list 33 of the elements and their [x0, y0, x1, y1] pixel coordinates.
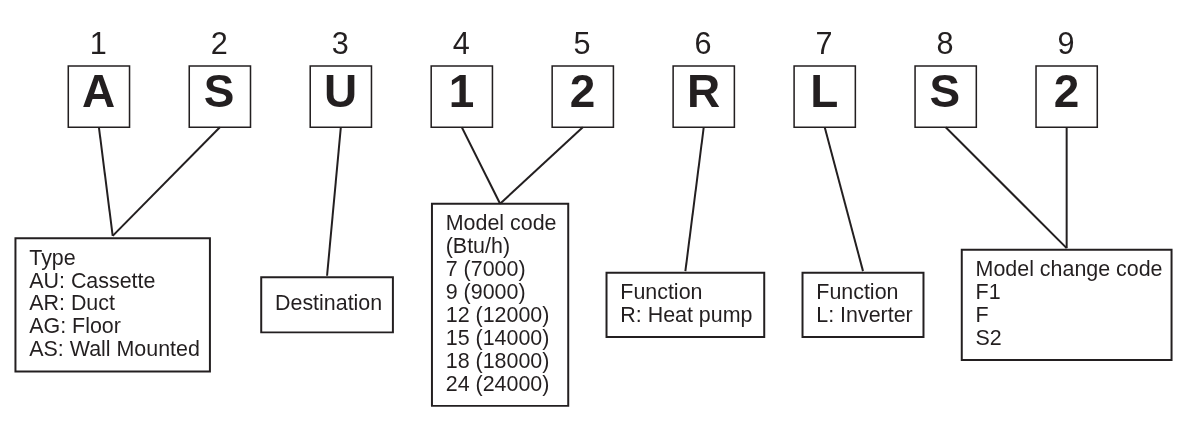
node-label: 6 — [694, 25, 712, 60]
node-label: 7 — [815, 25, 833, 60]
connector — [326, 126, 342, 277]
node-label: 2 — [210, 25, 228, 60]
node-box: U — [309, 65, 373, 128]
node-label: 5 — [573, 25, 591, 60]
node-box: Model change code F1 F S2 — [960, 248, 1173, 361]
node-label: 1 — [89, 25, 107, 60]
connector — [460, 126, 502, 205]
node-box: 2 — [1035, 65, 1099, 128]
node-box: 2 — [551, 65, 615, 128]
node-label: 4 — [452, 25, 470, 60]
node-box: Function R: Heat pump — [605, 271, 766, 338]
connector — [111, 126, 221, 237]
node-label: 8 — [936, 25, 954, 60]
connector — [684, 126, 705, 273]
node-label: 9 — [1057, 25, 1075, 60]
node-box: Function L: Inverter — [801, 271, 925, 338]
node-box: R — [672, 65, 736, 128]
connector — [944, 126, 1068, 250]
node-box: A — [67, 65, 131, 128]
node-box: 1 — [430, 65, 494, 128]
node-box: S — [914, 65, 978, 128]
node-box: S — [188, 65, 252, 128]
node-box: Destination — [260, 276, 394, 334]
connector — [97, 126, 114, 237]
node-box: Model code (Btu/h) 7 (7000) 9 (9000) 12 (12000) 15 (14000) 18 (18000) 24 (24000) — [430, 202, 570, 407]
connector — [823, 126, 864, 273]
node-box: Type AU: Cassette AR: Duct AG: Floor AS: Wall Mounted — [14, 237, 211, 373]
node-label: 3 — [331, 25, 349, 60]
connector — [499, 126, 584, 205]
node-box: L — [793, 65, 857, 128]
connector — [1065, 126, 1068, 250]
